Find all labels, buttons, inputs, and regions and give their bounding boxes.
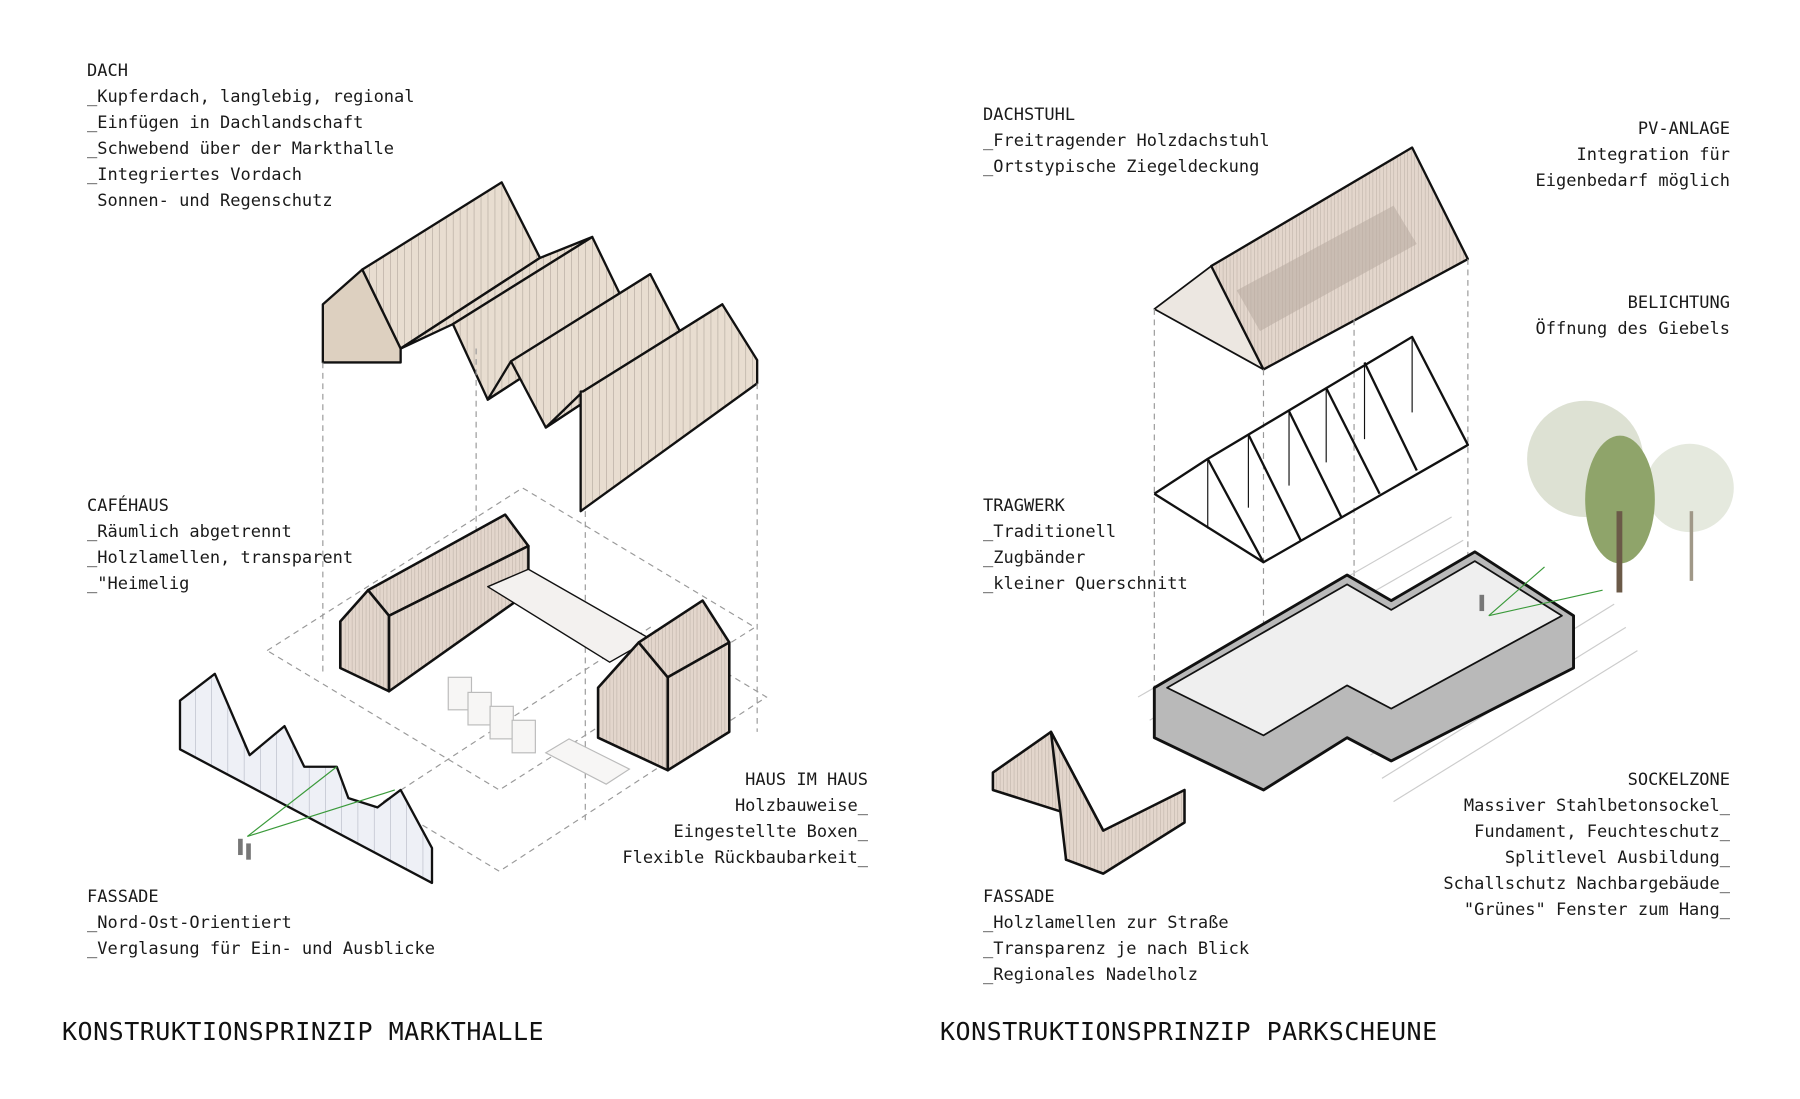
pv-anlage-line: Eigenbedarf möglich [1535, 171, 1730, 191]
tragwerk-line: _Zugbänder [983, 548, 1086, 568]
belichtung-heading: BELICHTUNG [1627, 293, 1730, 313]
title-markthalle: KONSTRUKTIONSPRINZIP MARKTHALLE [62, 1017, 545, 1046]
dachstuhl-heading: DACHSTUHL [983, 105, 1076, 125]
cafehaus-line: _Räumlich abgetrennt [87, 522, 292, 542]
dach-line: _Kupferdach, langlebig, regional [87, 87, 415, 107]
title-parkscheune: KONSTRUKTIONSPRINZIP PARKSCHEUNE [940, 1017, 1438, 1046]
tragwerk-heading: TRAGWERK [983, 496, 1065, 516]
belichtung-line: Öffnung des Giebels [1535, 319, 1730, 339]
sockel-base [1137, 516, 1638, 803]
fassade-line: _Verglasung für Ein- und Ausblicke [87, 939, 435, 959]
markthalle-facade [178, 672, 434, 885]
view-arrows-left [246, 766, 396, 838]
fassade-line: _Transparenz je nach Blick [983, 939, 1250, 959]
sockelzone-line: "Grünes" Fenster zum Hang_ [1463, 900, 1730, 920]
sockelzone-line: Massiver Stahlbetonsockel_ [1463, 796, 1730, 816]
dach-annotation: DACH _Kupferdach, langlebig, regional _Ein… [87, 58, 415, 214]
dachstuhl-line: _Ortstypische Ziegeldeckung [983, 157, 1260, 177]
haus-im-haus-line: Eingestellte Boxen_ [673, 822, 868, 842]
haus-im-haus-annotation: HAUS IM HAUS Holzbauweise_ Eingestellte Bo… [622, 767, 868, 871]
fassade-heading: FASSADE [87, 887, 159, 907]
view-arrows-right [1488, 566, 1603, 617]
belichtung-annotation: BELICHTUNG Öffnung des Giebels [1536, 290, 1730, 342]
dach-line: Sonnen- und Regenschutz [87, 191, 333, 211]
dach-line: _Einfügen in Dachlandschaft [87, 113, 364, 133]
dachstuhl-line: _Freitragender Holzdachstuhl [983, 131, 1270, 151]
sockelzone-line: Schallschutz Nachbargebäude_ [1443, 874, 1730, 894]
sockelzone-line: Splitlevel Ausbildung_ [1504, 848, 1730, 868]
person-figure-right [1479, 594, 1485, 612]
cafehaus-heading: CAFÉHAUS [87, 496, 169, 516]
sockelzone-annotation: SOCKELZONE Massiver Stahlbetonsockel_ Fund… [1443, 767, 1730, 923]
inserted-boxes [447, 676, 631, 785]
fassade-line: _Nord-Ost-Orientiert [87, 913, 292, 933]
sockelzone-heading: SOCKELZONE [1627, 770, 1730, 790]
haus-im-haus-heading: HAUS IM HAUS [745, 770, 868, 790]
cafehaus-line: _Holzlamellen, transparent [87, 548, 354, 568]
person-figures-left [238, 838, 251, 860]
cafehaus-annotation: CAFÉHAUS _Räumlich abgetrennt _Holzlamelle… [87, 493, 353, 597]
fassade-parkscheune-annotation: FASSADE _Holzlamellen zur Straße _Transpar… [983, 884, 1249, 988]
markthalle-roof [321, 181, 759, 513]
pv-panels [1236, 205, 1417, 332]
haus-im-haus-line: Holzbauweise_ [734, 796, 868, 816]
tragwerk-line: _Traditionell [983, 522, 1117, 542]
parkscheune-roof [1153, 146, 1470, 371]
cafehaus-volumes [338, 513, 731, 772]
tragwerk-line: _kleiner Querschnitt [983, 574, 1188, 594]
dach-line: _Integriertes Vordach [87, 165, 302, 185]
trees [1527, 400, 1734, 593]
dach-line: _Schwebend über der Markthalle [87, 139, 395, 159]
fassade-line: _Regionales Nadelholz [983, 965, 1198, 985]
fassade-markthalle-annotation: FASSADE _Nord-Ost-Orientiert _Verglasung f… [87, 884, 435, 962]
tragwerk-truss [1153, 335, 1470, 564]
parkscheune-facade-house [991, 730, 1186, 875]
dach-heading: DACH [87, 61, 128, 81]
sockelzone-line: Fundament, Feuchteschutz_ [1474, 822, 1730, 842]
tragwerk-annotation: TRAGWERK _Traditionell _Zugbänder _kleiner … [983, 493, 1188, 597]
dachstuhl-annotation: DACHSTUHL _Freitragender Holzdachstuhl _Or… [983, 102, 1270, 180]
pv-anlage-heading: PV-ANLAGE [1637, 119, 1730, 139]
haus-im-haus-line: Flexible Rückbaubarkeit_ [622, 848, 868, 868]
pv-anlage-line: Integration für [1576, 145, 1730, 165]
fassade-line: _Holzlamellen zur Straße [983, 913, 1229, 933]
fassade-heading: FASSADE [983, 887, 1055, 907]
cafehaus-line: _"Heimelig [87, 574, 190, 594]
